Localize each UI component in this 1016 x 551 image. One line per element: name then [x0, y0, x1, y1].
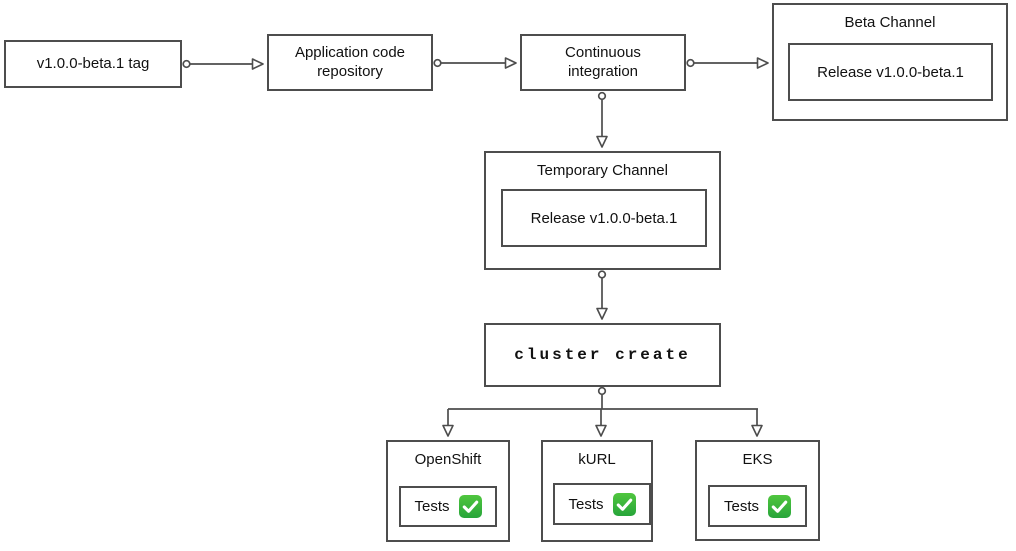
node-continuous-integration: Continuous integration [520, 34, 686, 91]
node-beta-release: Release v1.0.0-beta.1 [788, 43, 993, 101]
node-app-code-repository: Application code repository [267, 34, 433, 91]
node-eks-tests: Tests [708, 485, 807, 527]
edge-source-dot [686, 58, 695, 68]
check-mark-button-icon [612, 492, 636, 516]
group-cluster-eks-title: EKS [742, 451, 773, 468]
edge-source-dot [182, 59, 191, 69]
group-cluster-openshift-title: OpenShift [414, 451, 482, 468]
node-temporary-release: Release v1.0.0-beta.1 [501, 189, 707, 247]
edge-source-dot [597, 386, 607, 396]
group-cluster-eks: EKS Tests [695, 440, 820, 541]
edge-source-dot [597, 91, 607, 101]
group-temporary-channel-title: Temporary Channel [537, 162, 668, 179]
tests-label: Tests [723, 497, 759, 515]
node-cluster-create-label: cluster create [514, 346, 691, 364]
edge-lines [182, 57, 769, 437]
group-cluster-openshift: OpenShift Tests [386, 440, 510, 542]
node-kurl-tests: Tests [553, 483, 651, 525]
edge-source-dot [433, 58, 442, 68]
check-mark-button-icon [768, 494, 791, 518]
tests-label: Tests [414, 498, 450, 515]
edge-source-dot [597, 270, 607, 279]
node-temporary-release-label: Release v1.0.0-beta.1 [530, 209, 678, 227]
node-openshift-tests: Tests [399, 486, 497, 527]
group-beta-channel-title: Beta Channel [844, 14, 936, 31]
node-cluster-create: cluster create [484, 323, 721, 387]
group-beta-channel: Beta Channel Release v1.0.0-beta.1 [772, 3, 1008, 121]
node-app-code-repository-label: Application code repository [294, 43, 406, 80]
tests-label: Tests [568, 495, 604, 513]
node-version-tag-label: v1.0.0-beta.1 tag [36, 54, 150, 72]
group-temporary-channel: Temporary Channel Release v1.0.0-beta.1 [484, 151, 721, 270]
check-mark-button-icon [458, 495, 482, 518]
group-cluster-kurl: kURL Tests [541, 440, 653, 542]
node-beta-release-label: Release v1.0.0-beta.1 [817, 63, 964, 81]
node-version-tag: v1.0.0-beta.1 tag [4, 40, 182, 88]
group-cluster-kurl-title: kURL [578, 451, 616, 468]
node-continuous-integration-label: Continuous integration [565, 43, 641, 80]
